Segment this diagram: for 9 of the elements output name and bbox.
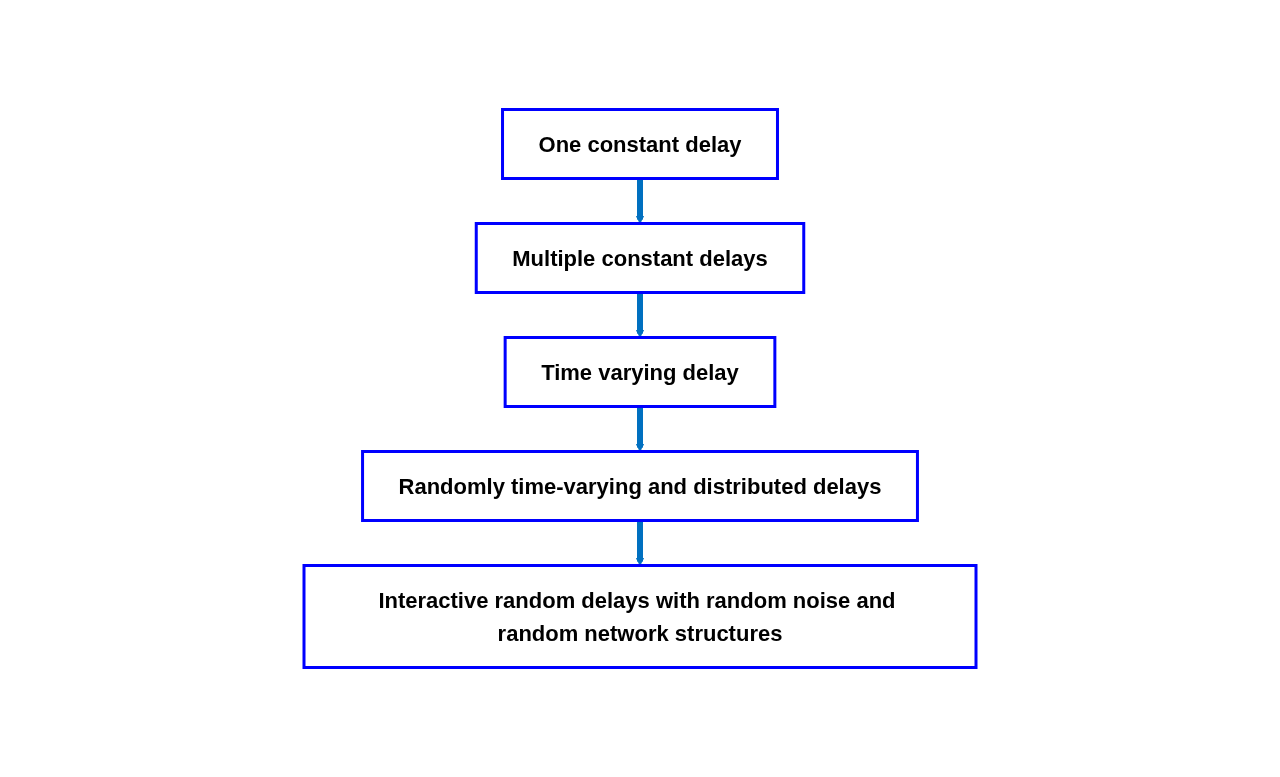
node-box: One constant delay [501, 108, 779, 180]
node-box: Randomly time-varying and distributed delays [361, 450, 919, 522]
arrow [635, 520, 645, 566]
node-box: Time varying delay [503, 336, 777, 408]
arrow [635, 406, 645, 452]
arrow [635, 178, 645, 224]
node-box: Multiple constant delays [474, 222, 806, 294]
node-box: Interactive random delays with random noise and random network structures [302, 564, 978, 669]
arrow [635, 292, 645, 338]
